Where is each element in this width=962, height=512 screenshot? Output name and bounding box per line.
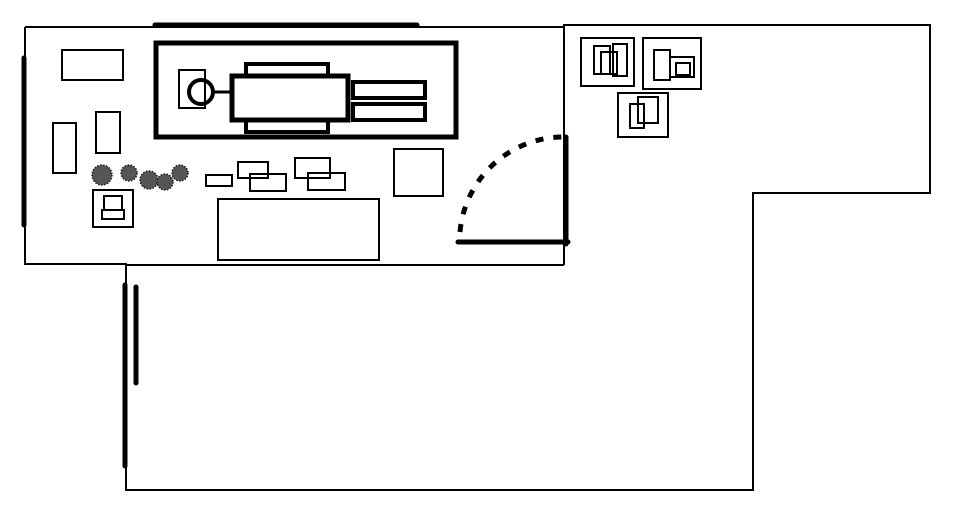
sink-basin [187, 78, 215, 106]
item-1-part [612, 43, 628, 77]
shrub [91, 164, 113, 186]
tray-bottom [351, 102, 427, 122]
chair-a-back [237, 161, 269, 179]
square-box [393, 148, 444, 197]
table [217, 198, 380, 261]
item-3-part [637, 96, 659, 124]
item-box-1 [580, 37, 635, 87]
chair-back [103, 195, 123, 211]
machine-bottom [244, 118, 330, 134]
shrub [120, 164, 138, 182]
tray-top [351, 80, 427, 100]
chair-b-seat [307, 172, 346, 191]
item-2-part [675, 62, 691, 76]
cabinet [61, 49, 124, 81]
workbench [153, 40, 459, 140]
sink-base [178, 69, 206, 109]
shelf-right [95, 111, 121, 154]
shrub [139, 170, 159, 190]
shelf-left [52, 122, 77, 174]
chair-box [92, 189, 134, 228]
item-2-part [653, 49, 671, 81]
chair-b-back [294, 157, 331, 179]
small-box [205, 174, 233, 187]
shrub [171, 164, 189, 182]
chair-seat [101, 209, 125, 220]
machine-body [229, 73, 351, 123]
door-swing-arc [457, 134, 563, 233]
item-2-part [669, 56, 695, 78]
item-box-2 [642, 37, 702, 90]
item-box-3 [617, 92, 669, 138]
chair-a-seat [249, 173, 287, 192]
item-1-part [600, 51, 618, 75]
shrub [156, 173, 174, 191]
building-outline [24, 24, 931, 491]
